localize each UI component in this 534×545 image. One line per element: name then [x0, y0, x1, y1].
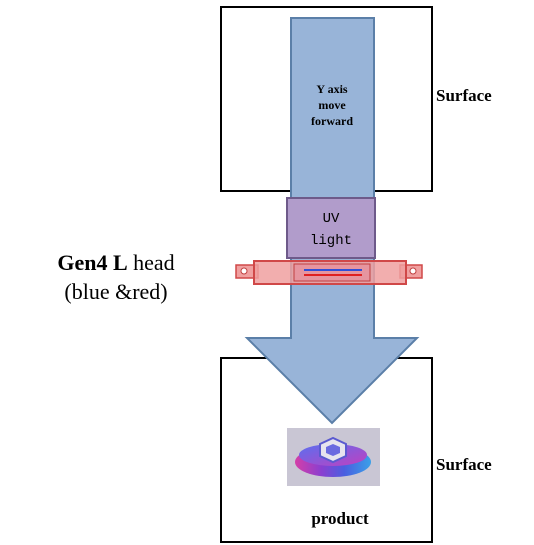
head-label-line2: (blue &red): [64, 279, 167, 304]
print-head-inner: [293, 263, 371, 282]
head-label-bold: Gen4 L: [57, 250, 127, 275]
bottom-surface-label: Surface: [436, 455, 492, 474]
product-label: product: [311, 509, 369, 528]
uv-light-label-line2: light: [310, 233, 352, 249]
arrow-label-line3: forward: [311, 114, 353, 128]
product-image: [287, 428, 380, 486]
product-hexagon-inner: [326, 444, 340, 456]
arrow-label-line1: Y axis: [316, 82, 348, 96]
uv-light-box: [286, 197, 376, 259]
arrow-label-line2: move: [318, 98, 346, 112]
print-head: [235, 260, 423, 285]
top-surface-label: Surface: [436, 86, 492, 105]
print-head-right-screw: [409, 267, 417, 275]
uv-light-label-line1: UV: [323, 211, 340, 227]
head-label-rest: head: [128, 250, 175, 275]
print-head-left-screw: [240, 267, 248, 275]
head-label-line1: Gen4 L head: [57, 250, 174, 275]
